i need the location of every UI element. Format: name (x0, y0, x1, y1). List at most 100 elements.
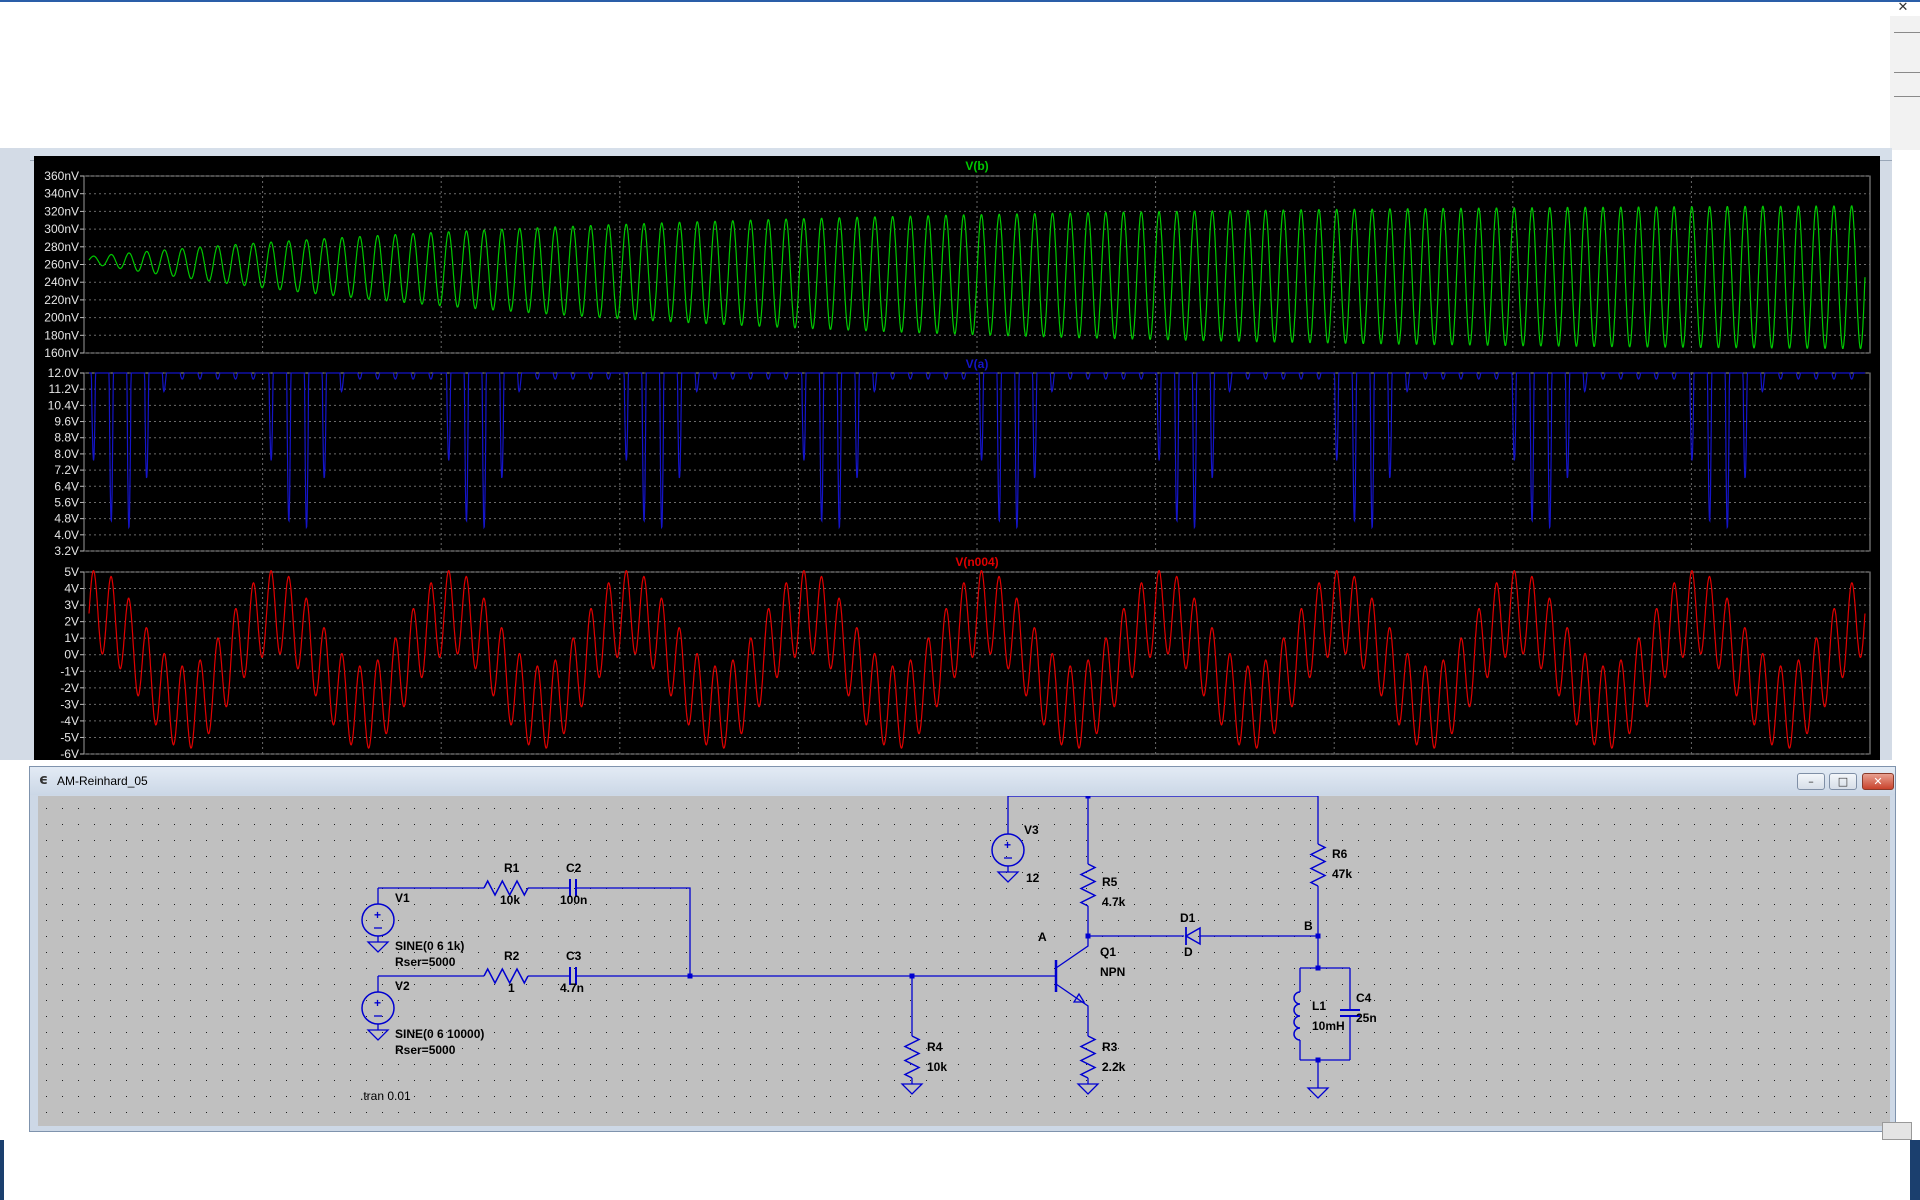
r1-label: R1 (504, 861, 520, 875)
trace-title: V(n004) (955, 555, 998, 569)
y-tick-label: 5V (64, 565, 79, 579)
trace-line (88, 205, 1866, 350)
resistor-icon (903, 1035, 921, 1079)
y-tick-label: 200nV (44, 311, 79, 325)
ground-icon (900, 1083, 924, 1095)
y-tick-label: 340nV (44, 187, 79, 201)
v3-value-label: 12 (1026, 871, 1040, 885)
c2-value-label: 100n (560, 893, 587, 907)
y-tick-label: 360nV (44, 169, 79, 183)
trace-line (89, 372, 1865, 530)
trace-title: V(b) (965, 159, 988, 173)
y-tick-label: 0V (64, 648, 79, 662)
r2-value-label: 1 (508, 981, 515, 995)
v2-label: V2 (395, 979, 410, 993)
y-tick-label: 9.6V (54, 415, 79, 429)
y-tick-label: 7.2V (54, 463, 79, 477)
resistor-icon (483, 967, 529, 985)
y-tick-label: 3V (64, 598, 79, 612)
ground-icon (1306, 1087, 1330, 1099)
c3-value-label: 4.7n (560, 981, 584, 995)
close-icon[interactable]: ✕ (1897, 0, 1909, 15)
right-side-strip (1890, 16, 1920, 150)
trace-title: V(a) (966, 357, 989, 371)
spice-directive: .tran 0.01 (360, 1089, 411, 1103)
net-label-b: B (1304, 919, 1313, 933)
junction (1085, 796, 1091, 799)
d1-value-label: D (1184, 945, 1193, 959)
schematic-titlebar[interactable]: ϵ AM-Reinhard_05 – □ ✕ (30, 767, 1895, 795)
r1-value-label: 10k (500, 893, 520, 907)
r3-value-label: 2.2k (1102, 1060, 1126, 1074)
r4-value-label: 10k (927, 1060, 947, 1074)
resistor-icon (483, 879, 529, 897)
waveform-plot-area[interactable]: 360nV340nV320nV300nV280nV260nV240nV220nV… (34, 156, 1880, 760)
top-blank-area (0, 0, 1888, 151)
y-tick-label: 8.0V (54, 447, 79, 461)
y-tick-label: 260nV (44, 258, 79, 272)
plot-pane-1: 360nV340nV320nV300nV280nV260nV240nV220nV… (44, 159, 1871, 360)
l1-value-label: 10mH (1312, 1019, 1345, 1033)
y-tick-label: 11.2V (49, 382, 79, 396)
transistor-arrow (1072, 992, 1086, 1003)
v1-label: V1 (395, 891, 410, 905)
y-tick-label: 12.0V (48, 366, 79, 380)
ground-icon (366, 941, 390, 953)
resistor-icon (1309, 843, 1327, 887)
y-tick-label: 6.4V (54, 479, 79, 493)
q1-value-label: NPN (1100, 965, 1125, 979)
y-tick-label: 320nV (44, 204, 79, 218)
grid-dots (46, 808, 1887, 1113)
y-tick-label: -5V (60, 730, 79, 744)
close-button[interactable]: ✕ (1862, 773, 1894, 790)
y-tick-label: -1V (60, 664, 79, 678)
l1-label: L1 (1312, 999, 1326, 1013)
ground-icon (1076, 1083, 1100, 1095)
r5-value-label: 4.7k (1102, 895, 1126, 909)
trace-line (88, 569, 1866, 749)
wire (1007, 796, 1319, 844)
y-tick-label: -4V (60, 714, 79, 728)
c2-label: C2 (566, 861, 582, 875)
ground-icon (996, 871, 1020, 883)
r4-label: R4 (927, 1040, 943, 1054)
inductor-icon (1293, 991, 1301, 1041)
transistor-emitter (1055, 983, 1089, 1016)
plus-sign: + (374, 996, 381, 1010)
r5-label: R5 (1102, 875, 1118, 889)
y-tick-label: 8.8V (54, 431, 79, 445)
net-label-a: A (1038, 930, 1047, 944)
y-tick-label: 1V (64, 631, 79, 645)
r3-label: R3 (1102, 1040, 1118, 1054)
divider-line (1894, 32, 1920, 33)
resistor-icon (1079, 863, 1097, 907)
divider-line (1894, 72, 1920, 73)
divider-line (1894, 96, 1920, 97)
y-tick-label: 5.6V (54, 495, 79, 509)
y-tick-label: 10.4V (48, 398, 79, 412)
maximize-button[interactable]: □ (1829, 773, 1857, 790)
y-tick-label: 4V (64, 582, 79, 596)
y-tick-label: -6V (60, 747, 79, 760)
schematic-background (38, 796, 1890, 1126)
transistor-collector (1055, 936, 1089, 969)
q1-label: Q1 (1100, 945, 1116, 959)
bottom-blank-area (0, 1140, 1920, 1200)
y-tick-label: 3.2V (54, 544, 79, 558)
resistor-icon (1079, 1035, 1097, 1079)
ground-icon (366, 1029, 390, 1041)
plot-pane-2: 12.0V11.2V10.4V9.6V8.8V8.0V7.2V6.4V5.6V4… (48, 357, 1871, 558)
v2-rser-label: Rser=5000 (395, 1043, 456, 1057)
wire (576, 887, 691, 976)
plus-sign: + (1004, 838, 1011, 852)
window-title: AM-Reinhard_05 (57, 774, 148, 788)
y-tick-label: 180nV (44, 328, 79, 342)
resize-grip[interactable] (1882, 1122, 1912, 1140)
c3-label: C3 (566, 949, 582, 963)
v2-value-label: SINE(0 6 10000) (395, 1027, 484, 1041)
c4-label: C4 (1356, 991, 1372, 1005)
y-tick-label: 2V (64, 615, 79, 629)
c4-value-label: 25n (1356, 1011, 1377, 1025)
minimize-button[interactable]: – (1797, 773, 1825, 790)
